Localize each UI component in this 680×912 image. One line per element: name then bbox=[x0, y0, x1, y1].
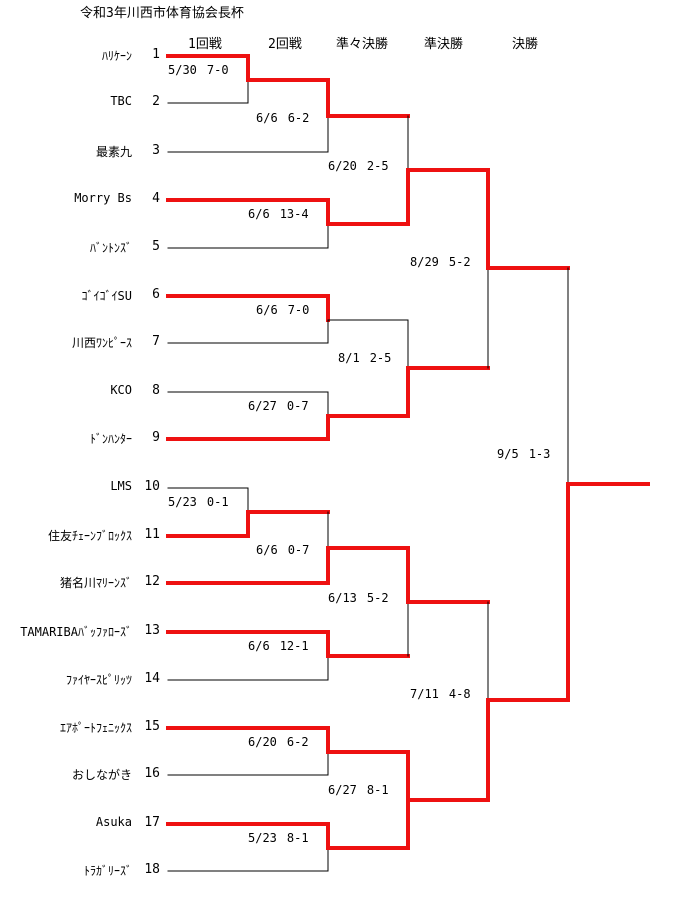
match-score: 7-0 bbox=[287, 303, 310, 317]
team-name: ｴｱﾎﾟｰﾄﾌｪﾆｯｸｽ bbox=[59, 721, 132, 735]
team-number: 3 bbox=[152, 143, 160, 158]
match-date: 6/6 bbox=[256, 543, 278, 557]
match-date: 6/13 bbox=[328, 591, 357, 605]
round-header-1: 1回戦 bbox=[188, 37, 222, 52]
match-date: 8/1 bbox=[338, 351, 360, 365]
match-score: 0-7 bbox=[287, 543, 310, 557]
team-number: 4 bbox=[152, 191, 160, 206]
match-date: 6/27 bbox=[248, 399, 277, 413]
team-name: ﾊﾞﾝﾄﾝｽﾞ bbox=[89, 241, 132, 255]
team-number: 8 bbox=[152, 383, 160, 398]
team-name: 川西ﾜﾝﾋﾟｰｽ bbox=[71, 336, 132, 350]
match-date: 5/30 bbox=[168, 63, 197, 77]
team-number: 13 bbox=[144, 623, 160, 638]
match-result-sfb: 7/11 4-8 bbox=[410, 687, 471, 701]
match-score: 8-1 bbox=[366, 783, 389, 797]
match-date: 9/5 bbox=[497, 447, 519, 461]
team-name: Morry Bs bbox=[74, 191, 132, 205]
match-result-sfa: 8/29 5-2 bbox=[410, 255, 471, 269]
team-name: 住友ﾁｪｰﾝﾌﾞﾛｯｸｽ bbox=[47, 529, 132, 543]
team-number: 10 bbox=[144, 479, 160, 494]
match-date: 7/11 bbox=[410, 687, 439, 701]
match-date: 6/20 bbox=[248, 735, 277, 749]
match-result-qfd: 6/27 8-1 bbox=[328, 783, 389, 797]
team-number: 5 bbox=[152, 239, 160, 254]
team-name: 最素九 bbox=[95, 145, 132, 159]
team-name: 猪名川ﾏﾘｰﾝｽﾞ bbox=[59, 576, 132, 590]
team-number: 1 bbox=[152, 47, 160, 62]
team-number: 12 bbox=[144, 574, 160, 589]
match-result-r2c: 6/6 7-0 bbox=[256, 303, 309, 317]
team-name: ﾊﾘｹｰﾝ bbox=[101, 49, 132, 63]
round-header-semifinal: 準決勝 bbox=[424, 37, 464, 52]
team-name: TBC bbox=[110, 94, 132, 108]
match-score: 6-2 bbox=[287, 111, 310, 125]
match-score: 2-5 bbox=[366, 159, 389, 173]
match-score: 8-1 bbox=[286, 831, 309, 845]
match-date: 8/29 bbox=[410, 255, 439, 269]
team-number: 6 bbox=[152, 287, 160, 302]
team-number: 9 bbox=[152, 430, 160, 445]
match-date: 6/20 bbox=[328, 159, 357, 173]
team-number: 14 bbox=[144, 671, 160, 686]
team-name: ｺﾞｲｺﾞｲSU bbox=[81, 289, 132, 303]
team-name: Asuka bbox=[95, 815, 132, 829]
team-number: 15 bbox=[144, 719, 160, 734]
match-date: 5/23 bbox=[248, 831, 277, 845]
team-number: 18 bbox=[144, 862, 160, 877]
match-result-fin: 9/5 1-3 bbox=[497, 447, 550, 461]
match-result-r2g: 6/20 6-2 bbox=[248, 735, 309, 749]
match-result-r2e: 6/6 0-7 bbox=[256, 543, 309, 557]
team-number: 16 bbox=[144, 766, 160, 781]
team-number: 2 bbox=[152, 94, 160, 109]
match-date: 6/27 bbox=[328, 783, 357, 797]
match-result-r1a: 5/30 7-0 bbox=[168, 63, 229, 77]
team-number: 17 bbox=[144, 815, 160, 830]
match-result-r2d: 6/27 0-7 bbox=[248, 399, 309, 413]
match-result-r1b: 5/23 0-1 bbox=[168, 495, 229, 509]
match-result-qfb: 8/1 2-5 bbox=[338, 351, 391, 365]
round-header-2: 2回戦 bbox=[268, 37, 302, 52]
team-name: KCO bbox=[110, 383, 132, 397]
round-header-quarterfinal: 準々決勝 bbox=[336, 37, 389, 52]
match-result-qfc: 6/13 5-2 bbox=[328, 591, 389, 605]
match-score: 6-2 bbox=[286, 735, 309, 749]
match-score: 13-4 bbox=[279, 207, 309, 221]
match-score: 5-2 bbox=[366, 591, 389, 605]
match-result-r2h: 5/23 8-1 bbox=[248, 831, 309, 845]
match-date: 6/6 bbox=[248, 639, 270, 653]
match-result-r2b: 6/6 13-4 bbox=[248, 207, 309, 221]
match-score: 5-2 bbox=[448, 255, 471, 269]
page-title: 令和3年川西市体育協会長杯 bbox=[80, 6, 244, 21]
match-score: 2-5 bbox=[369, 351, 392, 365]
match-date: 5/23 bbox=[168, 495, 197, 509]
team-number: 11 bbox=[144, 527, 160, 542]
match-date: 6/6 bbox=[256, 111, 278, 125]
team-name: ﾄﾞﾝﾊﾝﾀｰ bbox=[89, 432, 132, 446]
match-result-r2f: 6/6 12-1 bbox=[248, 639, 309, 653]
match-date: 6/6 bbox=[248, 207, 270, 221]
match-score: 1-3 bbox=[528, 447, 551, 461]
match-result-r2a: 6/6 6-2 bbox=[256, 111, 309, 125]
match-score: 0-1 bbox=[206, 495, 229, 509]
match-result-qfa: 6/20 2-5 bbox=[328, 159, 389, 173]
match-score: 7-0 bbox=[206, 63, 229, 77]
match-date: 6/6 bbox=[256, 303, 278, 317]
round-header-final: 決勝 bbox=[512, 37, 539, 52]
match-score: 4-8 bbox=[448, 687, 471, 701]
team-name: ﾌｧｲﾔｰｽﾋﾟﾘｯﾂ bbox=[65, 673, 132, 687]
team-number: 7 bbox=[152, 334, 160, 349]
team-name: ﾄﾗｶﾞﾘｰｽﾞ bbox=[83, 864, 132, 878]
team-name: おしながき bbox=[71, 768, 132, 782]
team-name: LMS bbox=[110, 479, 132, 493]
match-score: 12-1 bbox=[279, 639, 309, 653]
match-score: 0-7 bbox=[286, 399, 309, 413]
team-name: TAMARIBAﾊﾞｯﾌｧﾛｰｽﾞ bbox=[20, 625, 132, 639]
